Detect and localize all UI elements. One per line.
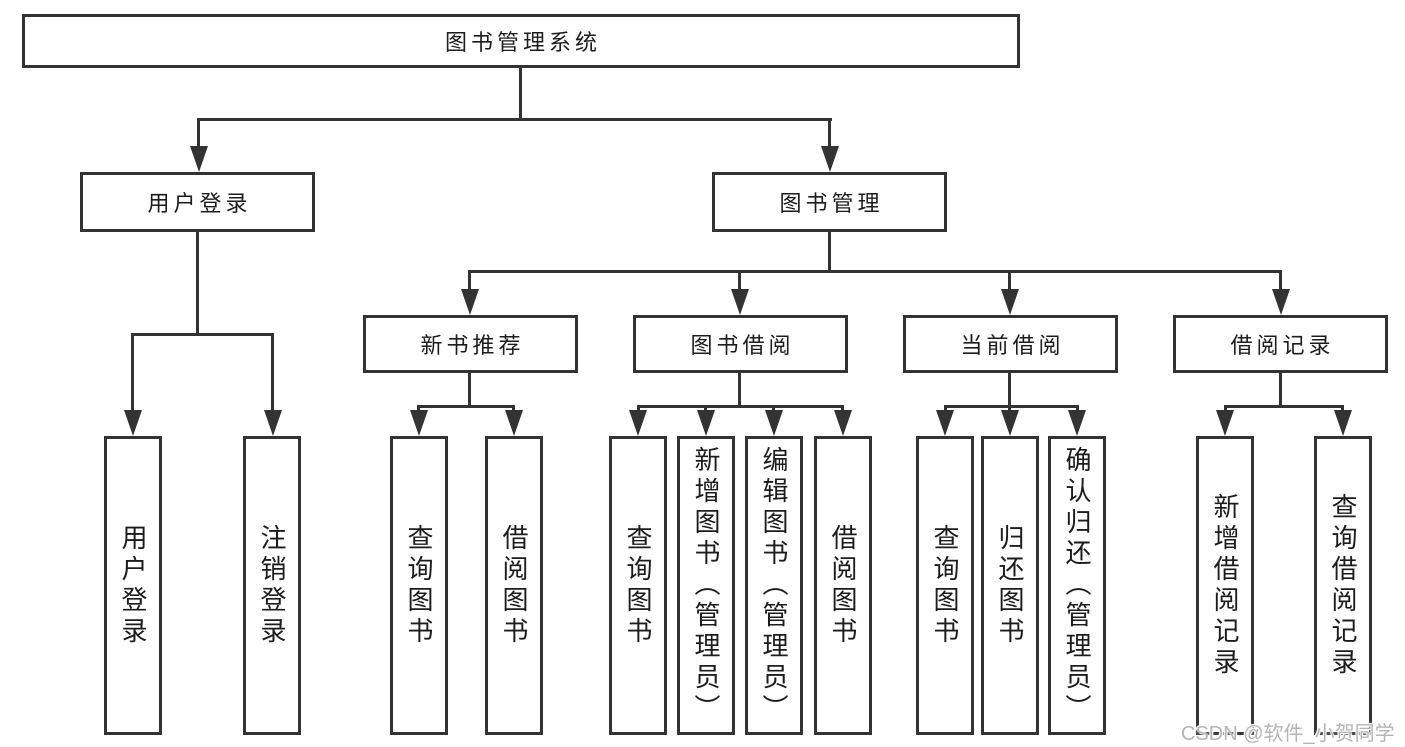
connector-arrow — [731, 289, 749, 315]
connector-arrow — [461, 289, 479, 315]
connector-line — [512, 405, 515, 413]
leaf-user-login: 用户登录 — [104, 436, 162, 735]
connector-arrow — [697, 410, 715, 436]
connector-line — [468, 270, 471, 291]
node-root: 图书管理系统 — [22, 14, 1020, 68]
connector-line — [1279, 373, 1282, 407]
connector-line — [1008, 373, 1011, 407]
leaf-edit-books-admin: 编辑图书（管理员） — [745, 436, 803, 735]
leaf-query-borrow-record: 查询借阅记录 — [1314, 436, 1372, 735]
leaf-label: 确认归还（管理员） — [1062, 446, 1092, 725]
connector-arrow — [936, 410, 954, 436]
connector-line — [131, 333, 274, 336]
node-current-borrow: 当前借阅 — [903, 315, 1118, 373]
connector-arrow — [505, 410, 523, 436]
node-book-borrow: 图书借阅 — [633, 315, 848, 373]
connector-line — [704, 405, 707, 413]
connector-arrow — [834, 410, 852, 436]
connector-line — [828, 232, 831, 272]
leaf-logout: 注销登录 — [243, 436, 301, 735]
connector-arrow — [1216, 410, 1234, 436]
connector-arrow — [1001, 410, 1019, 436]
node-book-management: 图书管理 — [712, 172, 947, 232]
connector-line — [468, 270, 1282, 273]
csdn-watermark: CSDN @软件_小贺同学 — [1181, 723, 1395, 745]
connector-line — [828, 118, 831, 148]
connector-line — [1341, 405, 1344, 413]
connector-arrow — [410, 410, 428, 436]
leaf-confirm-return-admin: 确认归还（管理员） — [1048, 436, 1106, 735]
connector-line — [1279, 270, 1282, 291]
connector-arrow — [1068, 410, 1086, 436]
connector-line — [519, 68, 522, 118]
leaf-add-books-admin: 新增图书（管理员） — [677, 436, 735, 735]
connector-line — [131, 333, 134, 411]
connector-line — [738, 373, 741, 407]
leaf-borrow-books-recommend: 借阅图书 — [485, 436, 543, 735]
leaf-query-books-recommend: 查询图书 — [390, 436, 448, 735]
leaf-label: 用户登录 — [118, 523, 148, 648]
connector-line — [738, 270, 741, 291]
leaf-query-books-borrow: 查询图书 — [609, 436, 667, 735]
connector-arrow — [1001, 289, 1019, 315]
connector-line — [197, 118, 832, 121]
connector-arrow — [765, 410, 783, 436]
leaf-label: 归还图书 — [995, 523, 1025, 648]
leaf-borrow-books: 借阅图书 — [814, 436, 872, 735]
connector-line — [841, 405, 844, 413]
leaf-label: 查询借阅记录 — [1328, 492, 1358, 679]
connector-line — [468, 373, 471, 407]
connector-arrow — [629, 410, 647, 436]
leaf-query-books-current: 查询图书 — [916, 436, 974, 735]
connector-arrow — [821, 146, 839, 172]
leaf-add-borrow-record: 新增借阅记录 — [1196, 436, 1254, 735]
connector-line — [197, 118, 200, 148]
connector-line — [417, 405, 420, 413]
connector-line — [1008, 270, 1011, 291]
connector-line — [772, 405, 775, 413]
connector-line — [196, 232, 199, 335]
leaf-return-books: 归还图书 — [981, 436, 1039, 735]
leaf-label: 注销登录 — [257, 523, 287, 648]
connector-line — [1008, 405, 1011, 413]
node-new-book-recommend: 新书推荐 — [363, 315, 578, 373]
leaf-label: 借阅图书 — [828, 523, 858, 648]
leaf-label: 新增图书（管理员） — [691, 446, 721, 725]
connector-line — [944, 405, 1079, 408]
connector-arrow — [1272, 289, 1290, 315]
node-borrow-record: 借阅记录 — [1173, 315, 1388, 373]
connector-arrow — [1334, 410, 1352, 436]
leaf-label: 查询图书 — [623, 523, 653, 648]
connector-arrow — [264, 410, 282, 436]
node-user-login: 用户登录 — [80, 172, 315, 232]
connector-line — [271, 333, 274, 411]
leaf-label: 查询图书 — [404, 523, 434, 648]
connector-line — [637, 405, 844, 408]
connector-line — [944, 405, 947, 413]
connector-arrow — [190, 146, 208, 172]
leaf-label: 查询图书 — [930, 523, 960, 648]
leaf-label: 借阅图书 — [499, 523, 529, 648]
connector-line — [1224, 405, 1227, 413]
connector-arrow — [124, 410, 142, 436]
leaf-label: 新增借阅记录 — [1210, 492, 1240, 679]
leaf-label: 编辑图书（管理员） — [759, 446, 789, 725]
connector-line — [1224, 405, 1344, 408]
connector-line — [417, 405, 515, 408]
connector-line — [637, 405, 640, 413]
connector-line — [1076, 405, 1079, 413]
